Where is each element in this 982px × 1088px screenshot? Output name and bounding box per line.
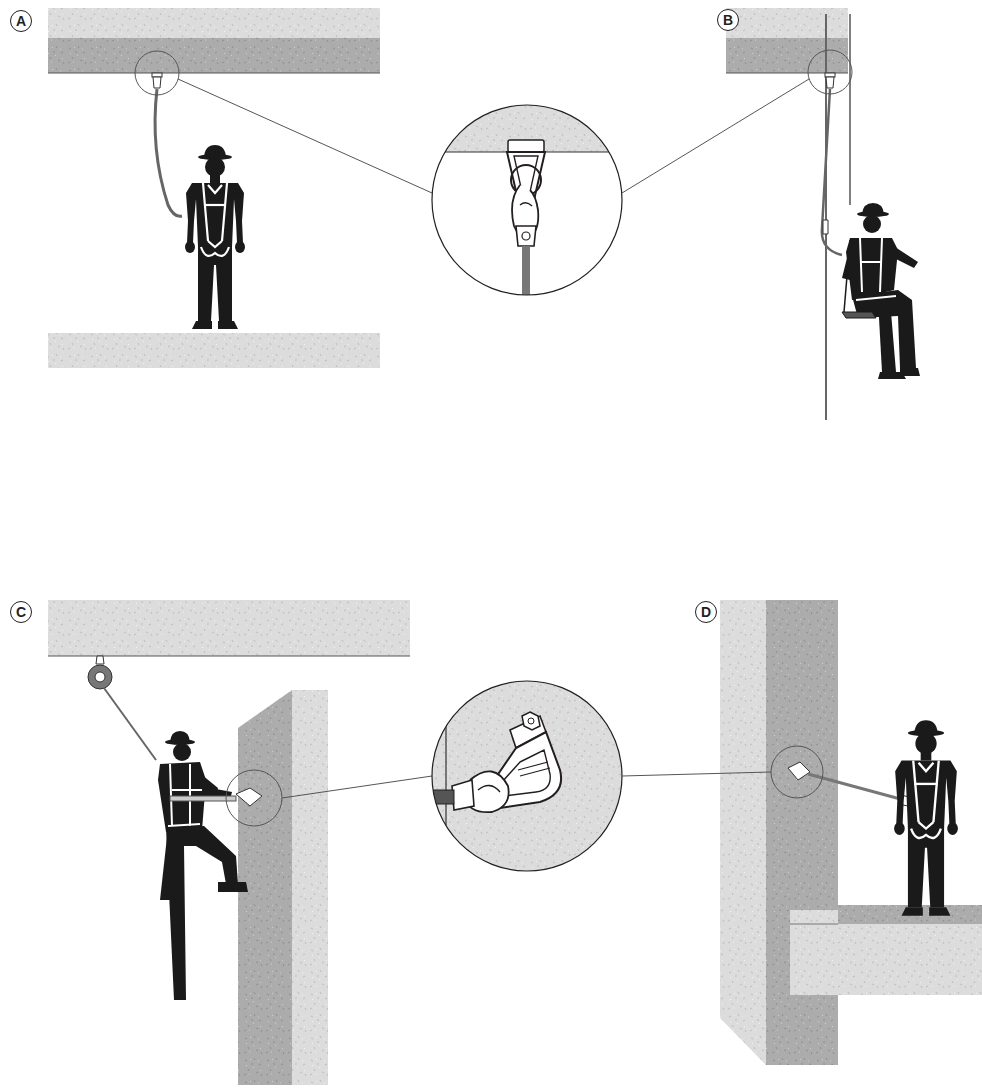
seated-worker	[842, 203, 920, 379]
panel-letter: C	[16, 605, 26, 619]
panel-letter-circle: A	[10, 10, 32, 32]
panel-letter: A	[16, 14, 26, 28]
panel-letter-circle: D	[695, 601, 717, 623]
climbing-worker	[158, 731, 248, 1000]
panel-letter-circle: C	[10, 601, 32, 623]
panel-letter-circle: B	[717, 9, 739, 31]
panel-letter: D	[701, 605, 711, 619]
panel-letter: B	[723, 13, 733, 27]
